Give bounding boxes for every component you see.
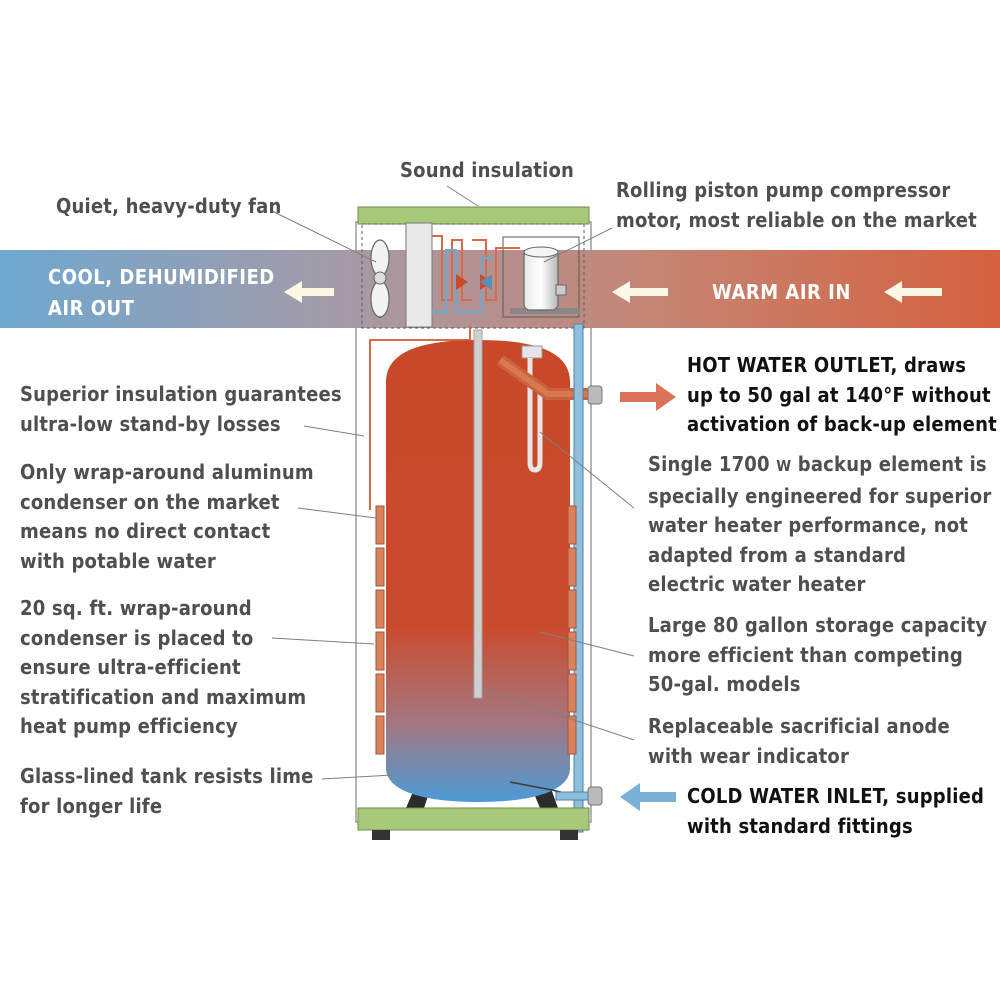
- backup-element-line4: adapted from a standard: [648, 542, 907, 567]
- evaporator-coil: [405, 222, 433, 328]
- compressor-line2: motor, most reliable on the market: [616, 207, 977, 232]
- cold-inlet-line2: with standard fittings: [687, 813, 913, 838]
- glass-tank-label: Glass-lined tank resists lime for longer…: [20, 762, 314, 821]
- air-in-label: WARM AIR IN: [712, 277, 851, 308]
- foot-right: [560, 830, 578, 840]
- backup-line1-pre: Single 1700: [648, 452, 770, 476]
- storage-line2: more efficient than competing: [648, 642, 963, 667]
- hot-outlet-line3: activation of back-up element: [687, 412, 997, 436]
- compressor-icon: [523, 246, 567, 311]
- condenser-aluminum-line4: with potable water: [20, 548, 217, 573]
- backup-line1-post: backup element is: [797, 452, 987, 476]
- insulation-line1: Superior insulation guarantees: [20, 382, 342, 406]
- insulation-label: Superior insulation guarantees ultra-low…: [20, 380, 342, 439]
- anode-line1: Replaceable sacrificial anode: [648, 714, 950, 738]
- condenser-area-line4: stratification and maximum: [20, 684, 307, 709]
- storage-line3: 50-gal. models: [648, 672, 801, 696]
- sound-insulation-text: Sound insulation: [400, 158, 575, 182]
- air-out-line1: COOL, DEHUMIDIFIED: [48, 265, 275, 289]
- sound-insulation-bottom: [357, 807, 590, 831]
- condenser-area-line1: 20 sq. ft. wrap-around: [20, 596, 252, 620]
- air-in-line: WARM AIR IN: [712, 280, 851, 304]
- compressor-base: [510, 308, 580, 314]
- anode-label: Replaceable sacrificial anode with wear …: [648, 712, 950, 771]
- condenser-aluminum-line3: means no direct contact: [20, 519, 271, 543]
- sound-insulation-label: Sound insulation: [400, 156, 574, 186]
- arrow-left-icon-3: [884, 281, 942, 303]
- compressor-label: Rolling piston pump compressor motor, mo…: [616, 176, 977, 235]
- insulation-line2: ultra-low stand-by losses: [20, 411, 281, 436]
- condenser-area-line5: heat pump efficiency: [20, 714, 238, 738]
- heat-pump-compartment: [361, 223, 585, 329]
- condenser-aluminum-label: Only wrap-around aluminum condenser on t…: [20, 458, 314, 576]
- hot-water-arrow-icon: [620, 383, 676, 411]
- cold-water-arrow-icon: [620, 783, 676, 811]
- hot-outlet-line1: HOT WATER OUTLET, draws: [687, 353, 967, 377]
- backup-element-line5: electric water heater: [648, 572, 866, 596]
- fan-icon: [370, 239, 390, 318]
- arrow-left-icon: [284, 281, 334, 303]
- backup-element-line1: Single 1700 W backup element is: [648, 450, 991, 482]
- leader-lines: [269, 185, 635, 780]
- compressor-housing: [502, 236, 580, 318]
- expansion-valve-icon: [456, 274, 492, 290]
- airflow-band: [0, 250, 1000, 328]
- refrigerant-line: [369, 326, 471, 510]
- hot-outlet-line2: up to 50 gal at 140°F without: [687, 382, 991, 407]
- condenser-right: [567, 505, 577, 755]
- storage-line1: Large 80 gallon storage capacity: [648, 613, 988, 637]
- cold-inlet-line1: COLD WATER INLET, supplied: [687, 784, 985, 808]
- hot-water-outlet-label: HOT WATER OUTLET, draws up to 50 gal at …: [687, 351, 997, 440]
- sound-insulation-top: [357, 206, 590, 225]
- condenser-area-line3: ensure ultra-efficient: [20, 655, 241, 679]
- cold-inlet-fitting: [587, 786, 603, 806]
- condenser-aluminum-line1: Only wrap-around aluminum: [20, 460, 314, 484]
- foot-left: [372, 830, 390, 840]
- cold-water-inlet-label: COLD WATER INLET, supplied with standard…: [687, 782, 984, 841]
- condenser-area-line2: condenser is placed to: [20, 625, 254, 650]
- condenser-left: [375, 505, 385, 755]
- anode-line2: with wear indicator: [648, 743, 850, 768]
- hot-outlet-fitting: [587, 385, 603, 405]
- fan-label: Quiet, heavy-duty fan: [56, 192, 282, 222]
- arrow-left-icon-2: [612, 281, 668, 303]
- storage-label: Large 80 gallon storage capacity more ef…: [648, 611, 987, 700]
- air-out-label: COOL, DEHUMIDIFIED AIR OUT: [48, 262, 275, 324]
- backup-element-label: Single 1700 W backup element is speciall…: [648, 450, 991, 600]
- compressor-line1: Rolling piston pump compressor: [616, 178, 951, 202]
- fan-text: Quiet, heavy-duty fan: [56, 194, 282, 218]
- backup-element-housing: [521, 345, 543, 359]
- glass-tank-line2: for longer life: [20, 793, 163, 818]
- anode-rod: [473, 329, 483, 699]
- condenser-aluminum-line2: condenser on the market: [20, 489, 280, 514]
- glass-tank-line1: Glass-lined tank resists lime: [20, 764, 314, 788]
- backup-element: [527, 358, 543, 473]
- backup-element-line3: water heater performance, not: [648, 513, 969, 537]
- backup-element-line2: specially engineered for superior: [648, 483, 992, 508]
- backup-line1-unit: W: [776, 457, 792, 475]
- condenser-area-label: 20 sq. ft. wrap-around condenser is plac…: [20, 594, 306, 742]
- air-out-line2: AIR OUT: [48, 296, 135, 320]
